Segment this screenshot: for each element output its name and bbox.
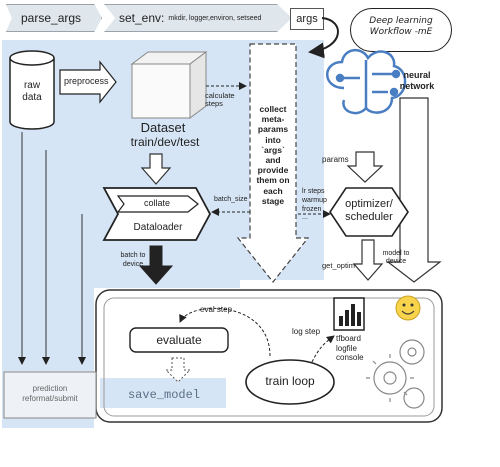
save-model-region (100, 378, 226, 408)
dataset-label: Dataset (140, 120, 186, 135)
params-arrow (346, 151, 384, 183)
preprocess-arrow (59, 60, 117, 104)
tfboard-label: tfboard logfile console (336, 334, 364, 363)
save-arrow (164, 357, 192, 383)
args-label: args (296, 13, 318, 25)
splits-label: train/dev/test (130, 135, 200, 149)
neural-network-icon (326, 49, 407, 115)
bar-chart-icon (333, 297, 365, 331)
preprocess-label: preprocess (64, 76, 109, 86)
collate-arrow (140, 153, 172, 185)
parse-args-label: parse_args (21, 11, 82, 25)
eval-step-arrow (179, 307, 271, 357)
save-model-label: save_model (127, 388, 200, 402)
neural-network-label: neural network (399, 70, 435, 91)
get-optim-label: get_optim (322, 261, 355, 270)
params-label: params (322, 155, 349, 164)
batch-to-device-arrow (138, 245, 174, 285)
collect-label: collect meta-params into `args` and prov… (253, 104, 293, 206)
train-loop-label: train loop (265, 374, 315, 388)
training-inner-box (103, 297, 435, 417)
args-box: args (290, 8, 324, 30)
collate-shape (116, 195, 199, 213)
set-env-detail: mkdir, logger,environ, setseed (168, 14, 262, 22)
lr-steps-label: lr steps warmup frozen ... (302, 188, 327, 222)
set-env-label: set_env: (119, 11, 165, 25)
training-container (95, 289, 443, 423)
eval-step-label: eval step (200, 305, 233, 314)
set-env-step: set_env: mkdir, logger,environ, setseed (104, 4, 292, 32)
raw-data-label: raw data (22, 80, 42, 103)
optimizer-label: optimizer/ scheduler (345, 198, 393, 224)
model-to-device-label: model to device (382, 250, 410, 266)
args-return-arrow (308, 17, 339, 59)
evaluate-label: evaluate (156, 333, 202, 347)
dataset-cube-icon (130, 51, 208, 119)
gears-icon (366, 339, 425, 409)
log-step-arrow (311, 335, 335, 363)
batch-size-label: batch_size (214, 196, 248, 203)
model-to-device-arrow (386, 97, 442, 283)
log-step-label: log step (292, 327, 321, 336)
evaluate-box (129, 327, 229, 353)
logo-cloud: Deep learning Workflow -mE (350, 8, 452, 52)
collate-label: collate (143, 198, 170, 208)
smiley-icon (395, 295, 421, 321)
logo-line-2: Workflow -mE (369, 26, 433, 37)
batch-to-device-label: batch to device (120, 252, 146, 268)
prediction-label: prediction reformat/submit (22, 384, 78, 404)
logo-line-1: Deep learning (369, 16, 433, 26)
raw-data-cylinder (9, 50, 55, 130)
get-optim-arrow (352, 239, 384, 281)
calculate-steps-label: calculate steps (205, 91, 235, 109)
prediction-box (3, 371, 97, 419)
dataloader-label: Dataloader (133, 222, 183, 233)
train-loop-shape (245, 359, 335, 405)
parse-args-step: parse_args (6, 4, 102, 32)
